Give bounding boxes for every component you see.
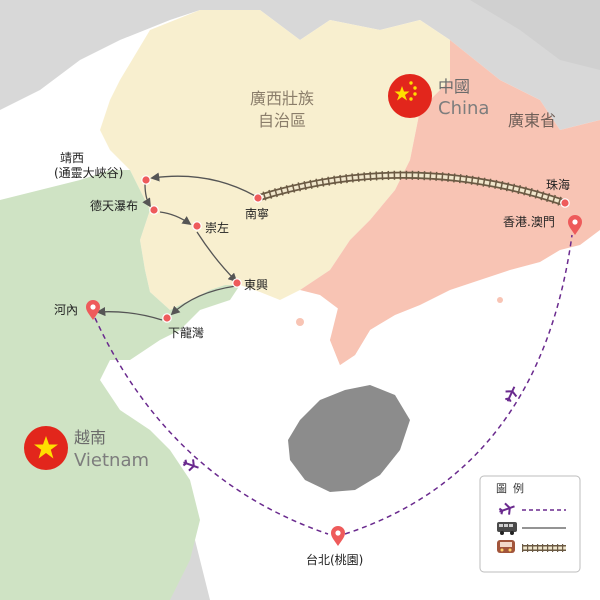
- location-pin-icon: [331, 526, 345, 546]
- stop-zhuhai: [560, 198, 570, 208]
- region-guangxi-label-2: 自治區: [258, 111, 306, 130]
- place-jingxi-line2: (通靈大峽谷): [54, 166, 123, 180]
- stop-xialongwan: [162, 313, 172, 323]
- route-hanoi-taipei: [94, 317, 329, 535]
- pearl-delta-islands: [296, 214, 593, 326]
- legend-title: 圖例: [496, 481, 530, 495]
- flight-routes: [94, 234, 573, 535]
- route-detian-chongzuo: [159, 211, 192, 226]
- route-chongzuo-dongxing: [196, 231, 238, 283]
- route-xialongwan-hanoi: [96, 307, 163, 321]
- leizhou-peninsula: [330, 300, 370, 365]
- hainan-island: [288, 385, 410, 492]
- route-dongxing-xialongwan: [170, 285, 237, 316]
- guangxi-region: [100, 10, 450, 310]
- stop-nanning: [253, 193, 263, 203]
- place-nanning: 南寧: [245, 206, 269, 221]
- country-vietnam-cn: 越南: [74, 428, 106, 447]
- guangdong-region: [300, 20, 600, 365]
- train-icon: [497, 540, 515, 553]
- vietnam-region: [0, 170, 240, 600]
- stop-chongzuo: [192, 221, 202, 231]
- stop-dots: [141, 175, 570, 323]
- airplane-icon: [182, 459, 199, 472]
- country-vietnam-en: Vietnam: [74, 450, 149, 471]
- country-china-en: China: [438, 98, 489, 119]
- route-nanning-jingxi: [150, 172, 258, 198]
- stop-detian: [149, 205, 159, 215]
- vietnam-flag-icon: [24, 426, 68, 470]
- place-hanoi: 河內: [54, 303, 78, 317]
- place-detian: 德天瀑布: [90, 198, 138, 213]
- bus-icon: [497, 522, 517, 535]
- airplane-icon: [498, 502, 515, 515]
- location-pin-icon: [568, 215, 582, 235]
- railway-route: [256, 170, 567, 208]
- route-jingxi-detian: [142, 183, 151, 208]
- place-jingxi-line1: 靖西: [60, 151, 84, 165]
- place-zhuhai: 珠海: [546, 177, 570, 192]
- place-taipei: 台北(桃園): [306, 552, 363, 567]
- stop-dongxing: [232, 278, 242, 288]
- airplane-icon: [505, 386, 518, 403]
- china-flag-icon: [388, 74, 432, 118]
- legend: 圖例: [479, 475, 581, 573]
- place-hk-macau: 香港.澳門: [503, 215, 555, 229]
- route-taipei-hk: [344, 234, 573, 535]
- country-china-cn: 中國: [438, 77, 470, 96]
- location-pin-icon: [86, 300, 100, 320]
- bus-routes: [96, 172, 258, 321]
- place-xialongwan: 下龍灣: [168, 325, 204, 340]
- place-chongzuo: 崇左: [205, 220, 229, 235]
- region-guangxi-label-1: 廣西壯族: [250, 89, 314, 108]
- stop-jingxi: [141, 175, 151, 185]
- region-guangdong-label: 廣東省: [508, 111, 556, 130]
- place-dongxing: 東興: [244, 278, 268, 292]
